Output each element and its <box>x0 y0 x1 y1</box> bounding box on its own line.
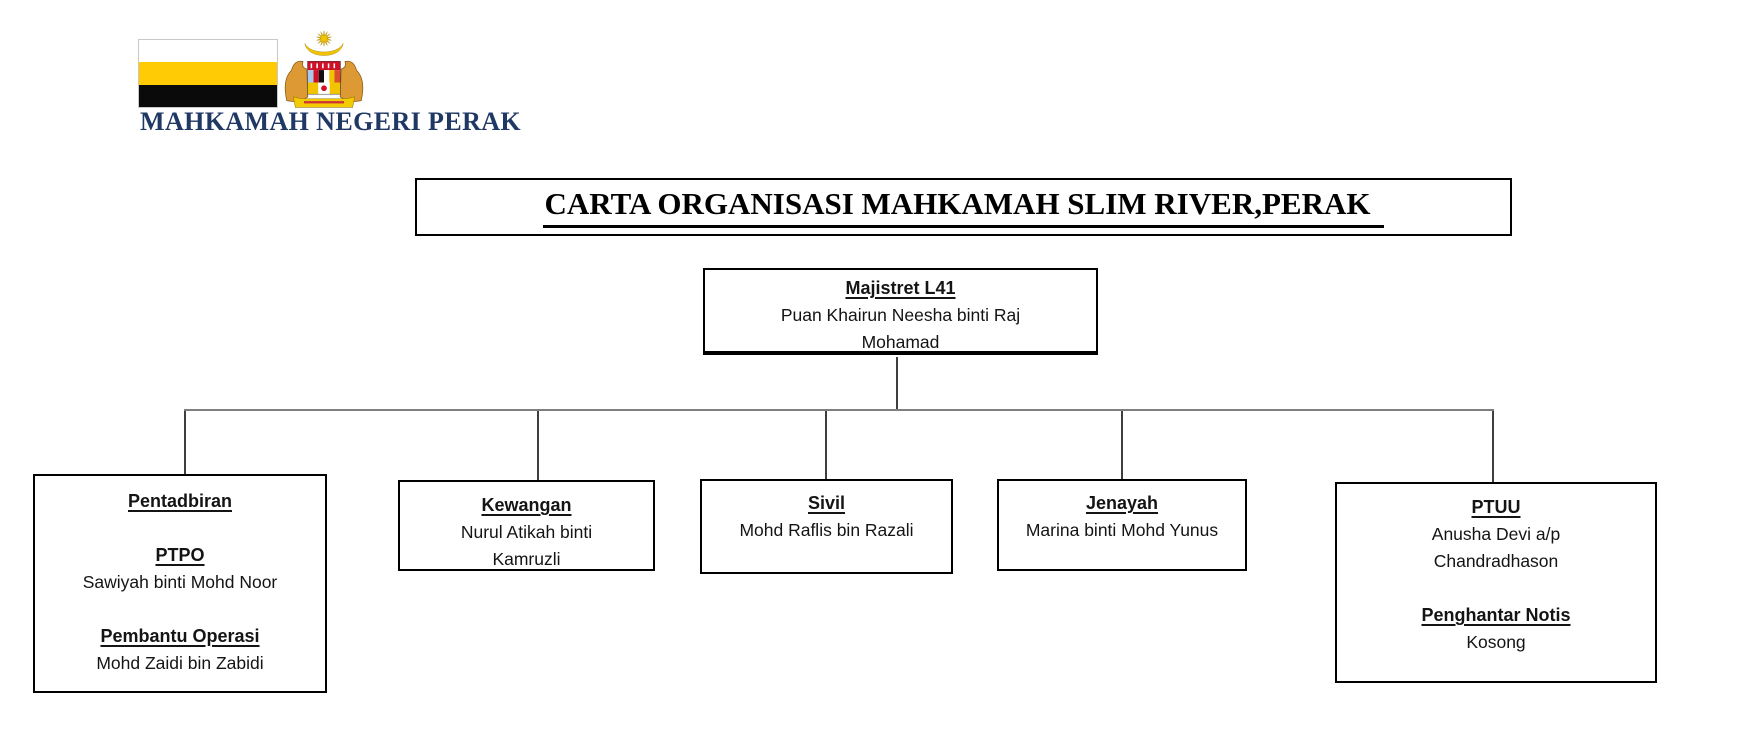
unit-person: Nurul Atikah binti Kamruzli <box>460 522 593 569</box>
connector-drop-sivil <box>825 411 827 479</box>
role-person: Kosong <box>1466 632 1526 652</box>
connector-horizontal-rail <box>184 409 1494 411</box>
role-person: Mohd Zaidi bin Zabidi <box>96 653 264 673</box>
org-node-sivil: Sivil Mohd Raflis bin Razali <box>700 479 953 574</box>
org-node-kewangan: Kewangan Nurul Atikah binti Kamruzli <box>398 480 655 571</box>
unit-person: Anusha Devi a/p Chandradhason <box>1431 524 1561 571</box>
spacer <box>35 515 325 542</box>
chart-title-box: CARTA ORGANISASI MAHKAMAH SLIM RIVER,PER… <box>415 178 1512 236</box>
role-person: Sawiyah binti Mohd Noor <box>82 572 278 592</box>
unit-heading: Pentadbiran <box>127 491 233 511</box>
unit-person: Mohd Raflis bin Razali <box>739 520 914 540</box>
flag-stripe-white <box>139 40 277 63</box>
org-node-role: Majistret L41 <box>845 278 956 298</box>
flag-stripe-black <box>139 84 277 107</box>
connector-drop-kewangan <box>537 411 539 480</box>
unit-heading: Jenayah <box>1085 493 1159 513</box>
crest-shield <box>307 61 341 95</box>
unit-heading: Sivil <box>807 493 846 513</box>
unit-heading: Kewangan <box>481 495 572 515</box>
org-node-pentadbiran: Pentadbiran PTPO Sawiyah binti Mohd Noor… <box>33 474 327 693</box>
header-org-name: MAHKAMAH NEGERI PERAK <box>140 107 522 136</box>
org-node-person: Puan Khairun Neesha binti Raj Mohamad <box>780 305 1021 352</box>
connector-drop-jenayah <box>1121 411 1123 479</box>
unit-heading: PTUU <box>1471 497 1521 517</box>
crest-tiger-right <box>339 60 364 102</box>
perak-flag <box>138 39 278 108</box>
org-node-ptuu: PTUU Anusha Devi a/p Chandradhason Pengh… <box>1335 482 1657 683</box>
crest-banner-text <box>303 101 345 104</box>
chart-title: CARTA ORGANISASI MAHKAMAH SLIM RIVER,PER… <box>542 186 1385 228</box>
org-node-jenayah: Jenayah Marina binti Mohd Yunus <box>997 479 1247 571</box>
unit-person: Marina binti Mohd Yunus <box>1025 520 1219 540</box>
role-title: PTPO <box>155 545 205 565</box>
spacer <box>35 596 325 623</box>
role-title: Pembantu Operasi <box>100 626 260 646</box>
connector-drop-pentadbiran <box>184 411 186 474</box>
spacer <box>1337 575 1655 602</box>
org-node-majistret: Majistret L41 Puan Khairun Neesha binti … <box>703 268 1098 355</box>
malaysia-coat-of-arms-icon <box>284 30 364 108</box>
connector-root-vertical <box>896 357 898 410</box>
crest-crescent <box>304 43 344 56</box>
connector-drop-ptuu <box>1492 411 1494 482</box>
crest-star <box>316 30 332 47</box>
crest-tiger-left <box>284 60 309 102</box>
role-title: Penghantar Notis <box>1421 605 1571 625</box>
flag-stripe-yellow <box>139 62 277 85</box>
